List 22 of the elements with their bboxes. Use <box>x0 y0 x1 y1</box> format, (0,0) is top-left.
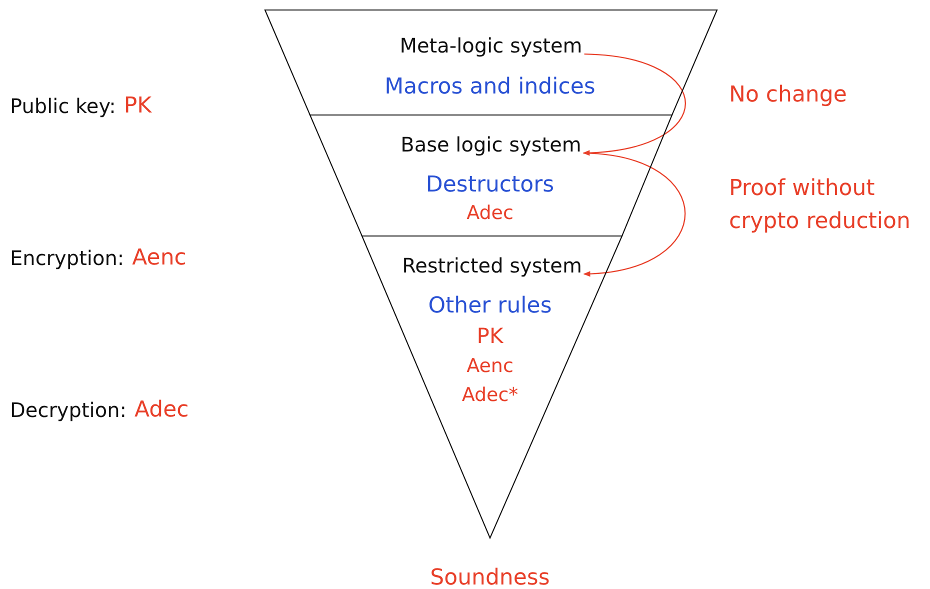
band-item: PK <box>476 324 504 348</box>
band-item: Other rules <box>428 293 552 319</box>
key-value: PK <box>124 94 152 118</box>
band-item: Aenc <box>466 356 514 378</box>
band-item: Destructors <box>426 172 554 198</box>
band-item: Adec <box>466 203 514 225</box>
funnel-band <box>362 236 622 538</box>
system-title: Meta-logic system <box>400 34 582 58</box>
curved-arrow <box>582 53 686 156</box>
key-value: Aenc <box>132 246 186 270</box>
key-label: Public key: <box>10 94 116 118</box>
system-title: Base logic system <box>400 134 582 156</box>
band-item: Adec* <box>462 385 518 407</box>
system-title: Restricted system <box>402 254 582 278</box>
outcome-label: Soundness <box>430 566 550 589</box>
key-value: Adec <box>134 398 189 422</box>
curved-arrow <box>583 152 686 276</box>
funnel-band <box>265 10 717 115</box>
key-label: Decryption: <box>10 398 127 422</box>
key-label: Encryption: <box>10 246 124 270</box>
funnel-band <box>310 115 672 236</box>
band-item: Macros and indices <box>384 74 596 100</box>
